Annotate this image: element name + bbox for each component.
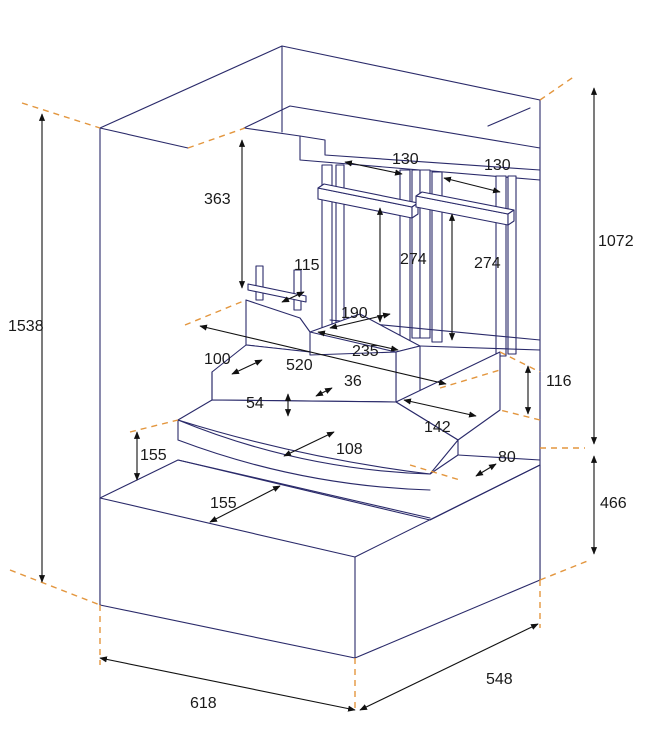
label-middle-step-height: 116 bbox=[546, 373, 572, 390]
label-inner-top-height: 363 bbox=[204, 191, 231, 208]
label-left-curved-height: 155 bbox=[140, 447, 167, 464]
label-total-height: 1538 bbox=[8, 318, 44, 335]
label-left-step-depth: 100 bbox=[204, 351, 231, 368]
label-upper-step-depth: 190 bbox=[341, 305, 368, 322]
label-width: 618 bbox=[190, 695, 217, 712]
label-post-right: 274 bbox=[474, 255, 501, 272]
crossbars bbox=[317, 183, 515, 226]
label-step-width: 520 bbox=[286, 357, 313, 374]
label-post-left: 274 bbox=[400, 251, 427, 268]
label-step-height: 36 bbox=[344, 373, 362, 390]
label-curved-step-depth: 108 bbox=[336, 441, 363, 458]
label-span-left: 130 bbox=[392, 151, 419, 168]
label-step-142: 142 bbox=[424, 419, 451, 436]
label-upper-height: 1072 bbox=[598, 233, 634, 250]
label-upper-step-width: 235 bbox=[352, 343, 379, 360]
base-block bbox=[99, 459, 541, 659]
extension-lines bbox=[9, 75, 591, 712]
label-base-top-depth: 155 bbox=[210, 495, 237, 512]
dimension-labels: 1538 1072 466 618 548 363 130 130 274 27… bbox=[8, 151, 634, 712]
label-depth: 548 bbox=[486, 671, 513, 688]
label-span-right: 130 bbox=[484, 157, 511, 174]
label-lower-height: 466 bbox=[600, 495, 627, 512]
label-step-54: 54 bbox=[246, 395, 264, 412]
label-small-post-height: 115 bbox=[294, 257, 320, 274]
dimension-arrows bbox=[38, 87, 598, 712]
label-right-step-80: 80 bbox=[498, 449, 516, 466]
